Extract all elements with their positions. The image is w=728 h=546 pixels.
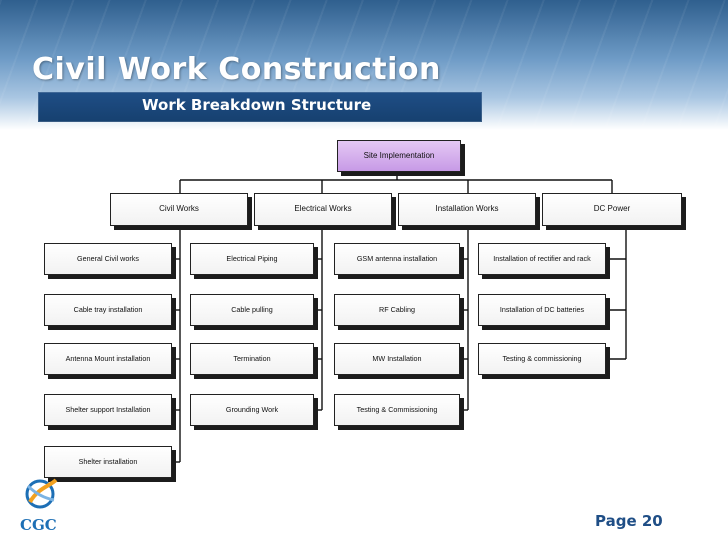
category-civil-works: Civil Works bbox=[110, 193, 248, 226]
slide-title: Civil Work Construction bbox=[32, 52, 441, 87]
slide-subtitle: Work Breakdown Structure bbox=[142, 96, 372, 114]
wbs-task-node: RF Cabling bbox=[334, 294, 460, 326]
category-electrical-works: Electrical Works bbox=[254, 193, 392, 226]
wbs-task-node: Shelter installation bbox=[44, 446, 172, 478]
wbs-task-node: MW Installation bbox=[334, 343, 460, 375]
cgc-logo-icon bbox=[25, 478, 58, 509]
page-number: Page 20 bbox=[595, 512, 663, 530]
wbs-task-node: Grounding Work bbox=[190, 394, 314, 426]
wbs-task-node: Cable tray installation bbox=[44, 294, 172, 326]
category-dc-power: DC Power bbox=[542, 193, 682, 226]
wbs-task-node: Termination bbox=[190, 343, 314, 375]
wbs-task-node: Electrical Piping bbox=[190, 243, 314, 275]
wbs-task-node: General Civil works bbox=[44, 243, 172, 275]
wbs-task-node: Cable pulling bbox=[190, 294, 314, 326]
category-installation-works: Installation Works bbox=[398, 193, 536, 226]
logo-text: CGC bbox=[20, 516, 57, 534]
wbs-task-node: Shelter support Installation bbox=[44, 394, 172, 426]
wbs-task-node: Installation of rectifier and rack bbox=[478, 243, 606, 275]
wbs-task-node: Testing & Commissioning bbox=[334, 394, 460, 426]
wbs-task-node: GSM antenna installation bbox=[334, 243, 460, 275]
wbs-task-node: Testing & commissioning bbox=[478, 343, 606, 375]
wbs-root-node: Site Implementation bbox=[337, 140, 461, 172]
wbs-task-node: Antenna Mount installation bbox=[44, 343, 172, 375]
wbs-task-node: Installation of DC batteries bbox=[478, 294, 606, 326]
subtitle-bar bbox=[38, 92, 482, 122]
